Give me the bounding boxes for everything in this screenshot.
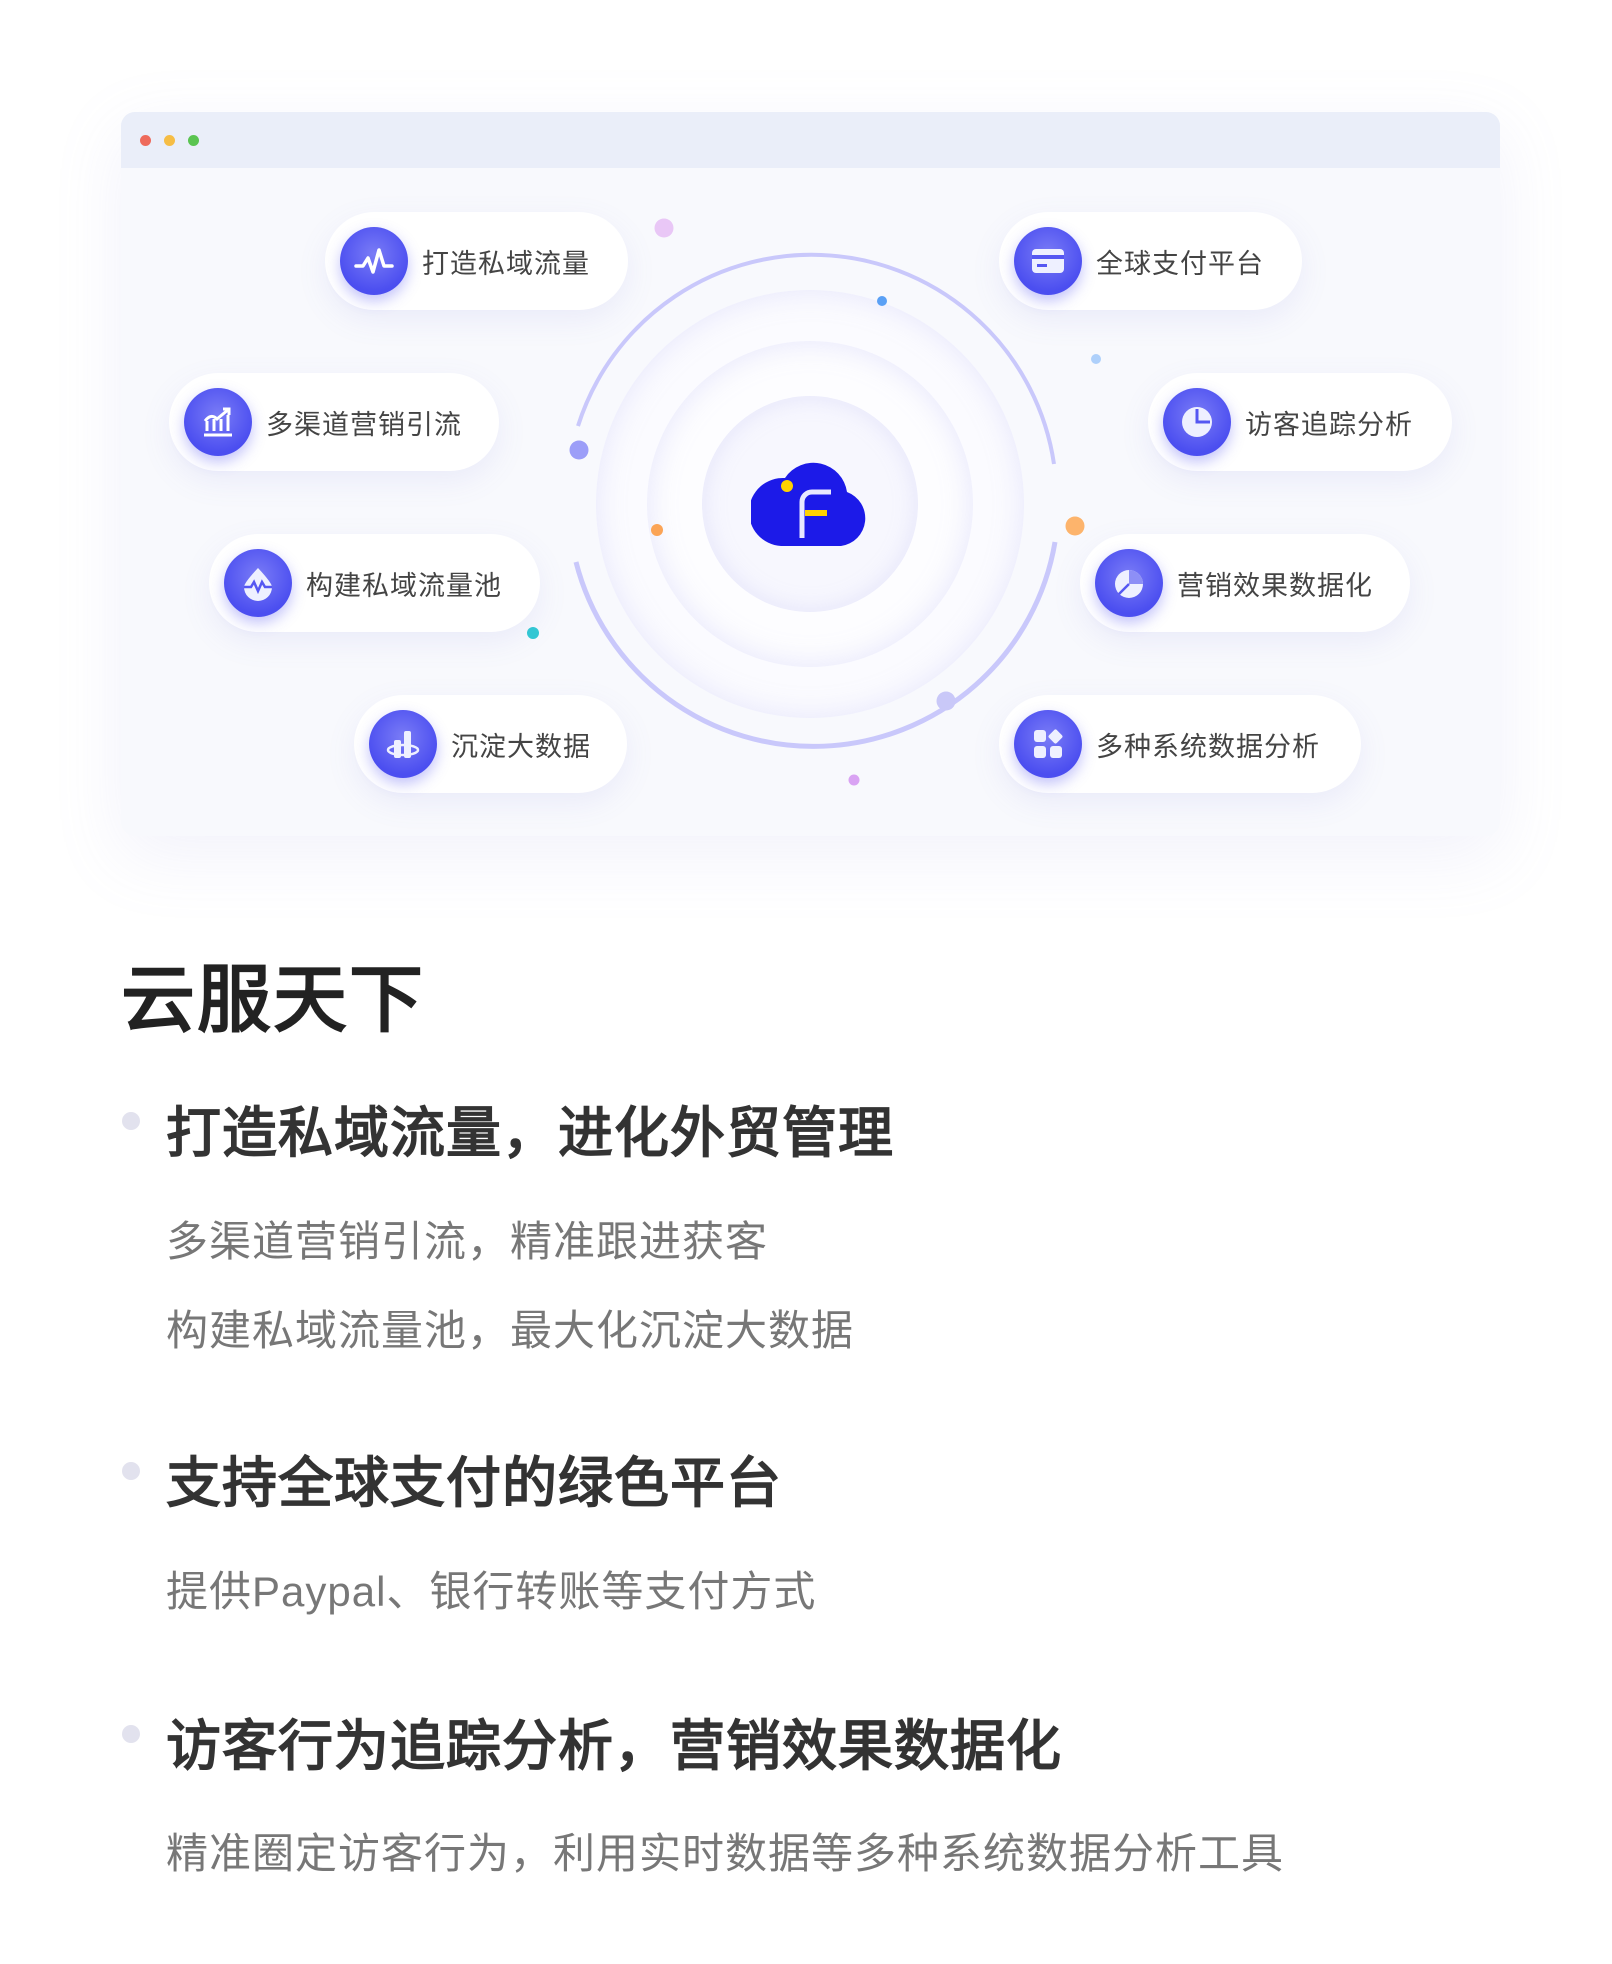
- feature-private-traffic[interactable]: 打造私域流量: [325, 212, 628, 310]
- feature-global-payment[interactable]: 全球支付平台: [999, 212, 1302, 310]
- page-title: 云服天下: [121, 958, 425, 1041]
- decor-dot: [877, 296, 887, 306]
- decor-dot: [1065, 516, 1085, 536]
- credit-card-icon: [1014, 227, 1082, 295]
- cloud-logo-icon: [751, 462, 866, 546]
- section-line: 提供Paypal、银行转账等支付方式: [166, 1568, 817, 1615]
- window-titlebar: [121, 112, 1500, 168]
- feature-label: 打造私域流量: [422, 248, 590, 279]
- feature-label: 全球支付平台: [1096, 248, 1264, 279]
- decor-dot: [569, 440, 589, 460]
- feature-label: 构建私域流量池: [306, 570, 502, 601]
- section-line: 精准圈定访客行为，利用实时数据等多种系统数据分析工具: [166, 1830, 1285, 1877]
- feature-label: 多渠道营销引流: [266, 409, 462, 440]
- section-heading: 打造私域流量，进化外贸管理: [166, 1102, 895, 1164]
- bullet-dot: [122, 1112, 140, 1130]
- app-window: 打造私域流量 多渠道营销引流 构建私域流量池 沉淀大数据 全球支付平台 访客追踪…: [121, 112, 1500, 836]
- section-line: 构建私域流量池，最大化沉淀大数据: [166, 1307, 855, 1354]
- decor-dot: [848, 774, 860, 786]
- orbit-ring: [573, 252, 1058, 749]
- close-window-button[interactable]: [140, 135, 151, 146]
- decor-dot: [1091, 354, 1101, 364]
- bullet-dot: [122, 1725, 140, 1743]
- feature-visitor-tracking[interactable]: 访客追踪分析: [1148, 373, 1452, 471]
- minimize-window-button[interactable]: [164, 135, 175, 146]
- pie-clock-icon: [1163, 388, 1231, 456]
- pulse-icon: [340, 227, 408, 295]
- apps-grid-icon: [1014, 710, 1082, 778]
- section-heading: 访客行为追踪分析，营销效果数据化: [166, 1715, 1063, 1777]
- feature-traffic-pool[interactable]: 构建私域流量池: [209, 534, 540, 632]
- section-line: 多渠道营销引流，精准跟进获客: [166, 1218, 769, 1265]
- decor-dot: [651, 524, 663, 536]
- chart-growth-icon: [184, 388, 252, 456]
- section-heading: 支持全球支付的绿色平台: [166, 1452, 783, 1514]
- feature-label: 沉淀大数据: [451, 731, 591, 762]
- decor-dot: [527, 627, 539, 639]
- bullet-dot: [122, 1462, 140, 1480]
- maximize-window-button[interactable]: [188, 135, 199, 146]
- decor-dot: [936, 691, 956, 711]
- pie-chart-icon: [1095, 549, 1163, 617]
- feature-big-data[interactable]: 沉淀大数据: [354, 695, 627, 793]
- feature-label: 营销效果数据化: [1177, 570, 1373, 601]
- feature-label: 多种系统数据分析: [1096, 731, 1320, 762]
- feature-system-analysis[interactable]: 多种系统数据分析: [999, 695, 1361, 793]
- feature-label: 访客追踪分析: [1245, 409, 1413, 440]
- decor-dot: [654, 218, 674, 238]
- drop-pulse-icon: [224, 549, 292, 617]
- feature-multichannel[interactable]: 多渠道营销引流: [169, 373, 499, 471]
- feature-marketing-data[interactable]: 营销效果数据化: [1080, 534, 1410, 632]
- data-bars-icon: [369, 710, 437, 778]
